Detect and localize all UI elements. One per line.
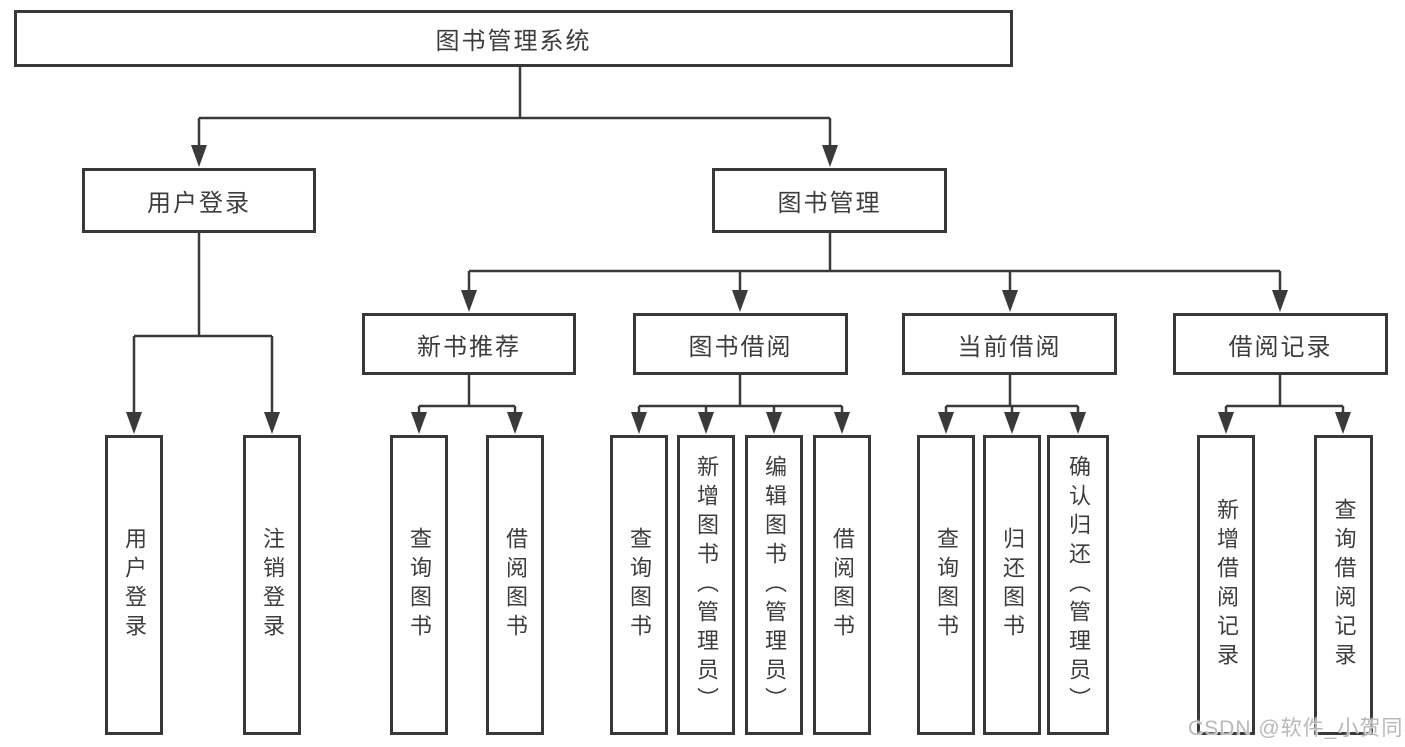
watermark-text: CSDN @软件_小贺同学 [1188, 717, 1405, 740]
leaf-label: 新增图书（管理员） [694, 454, 719, 716]
connector-record-to-leaves [1224, 375, 1345, 414]
connector-borrow-to-leaves [637, 375, 844, 414]
arrowhead [1218, 412, 1234, 434]
leaf-label: 借阅图书 [830, 527, 855, 643]
leaf-add-borrow-record: 新增借阅记录 [1197, 435, 1255, 735]
arrowhead [1335, 412, 1351, 434]
leaf-label: 归还图书 [1000, 527, 1025, 643]
leaf-add-book-admin: 新增图书（管理员） [677, 435, 735, 735]
node-borrow-record: 借阅记录 [1173, 313, 1388, 375]
leaf-borrow-books-borrow: 借阅图书 [813, 435, 871, 735]
connector-newbook-to-leaves [417, 375, 517, 414]
leaf-query-books-borrow: 查询图书 [610, 435, 668, 735]
arrowhead [461, 290, 477, 312]
arrowhead [938, 412, 954, 434]
leaf-label: 查询图书 [934, 527, 959, 643]
node-user-login: 用户登录 [82, 168, 316, 233]
leaf-label: 编辑图书（管理员） [762, 454, 787, 716]
node-root: 图书管理系统 [14, 10, 1013, 67]
arrowhead [732, 290, 748, 312]
node-current-borrow: 当前借阅 [902, 313, 1117, 375]
arrowhead [834, 412, 850, 434]
node-new-book-recommend: 新书推荐 [362, 313, 576, 375]
arrowhead [698, 412, 714, 434]
connector-root-to-level2 [197, 67, 832, 147]
leaf-confirm-return-admin: 确认归还（管理员） [1047, 435, 1109, 735]
leaf-query-books-current: 查询图书 [917, 435, 975, 735]
arrowhead [631, 412, 647, 434]
arrowhead [191, 145, 207, 167]
arrowhead [1004, 412, 1020, 434]
arrowhead [766, 412, 782, 434]
arrowhead [1070, 412, 1086, 434]
node-book-management: 图书管理 [712, 168, 947, 233]
arrowhead [822, 145, 838, 167]
leaf-borrow-books-newbook: 借阅图书 [486, 435, 544, 735]
leaf-label: 确认归还（管理员） [1066, 454, 1091, 716]
leaf-edit-book-admin: 编辑图书（管理员） [745, 435, 803, 735]
connector-userlogin-to-leaves [132, 233, 274, 414]
arrowhead [1272, 290, 1288, 312]
leaf-label: 用户登录 [122, 527, 147, 643]
leaf-label: 借阅图书 [503, 527, 528, 643]
leaf-user-login: 用户登录 [105, 435, 163, 735]
leaf-query-borrow-record: 查询借阅记录 [1314, 435, 1373, 735]
leaf-label: 新增借阅记录 [1214, 498, 1239, 672]
arrowhead [1002, 290, 1018, 312]
leaf-logout: 注销登录 [243, 435, 301, 735]
leaf-label: 查询借阅记录 [1331, 498, 1357, 672]
leaf-label: 查询图书 [627, 527, 652, 643]
connector-current-to-leaves [944, 375, 1080, 414]
leaf-return-book: 归还图书 [983, 435, 1041, 735]
arrowhead [126, 412, 142, 434]
arrowhead [507, 412, 523, 434]
connector-bookmgmt-to-level3 [467, 233, 1282, 292]
node-book-borrow: 图书借阅 [633, 313, 848, 375]
leaf-label: 查询图书 [407, 527, 432, 643]
leaf-query-books-newbook: 查询图书 [390, 435, 448, 735]
arrowhead [411, 412, 427, 434]
leaf-label: 注销登录 [260, 527, 285, 643]
arrowhead [264, 412, 280, 434]
